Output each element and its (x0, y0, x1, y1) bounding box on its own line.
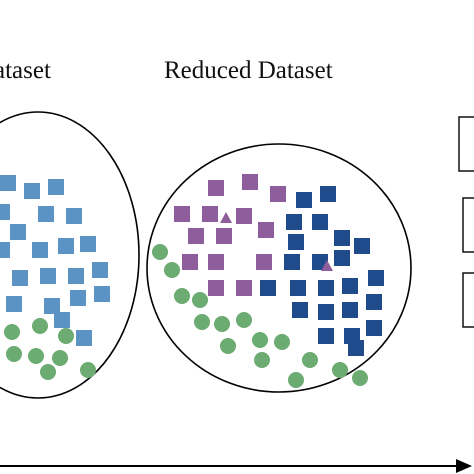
reduced-point-circle (288, 372, 304, 388)
reduced-point-circle (194, 314, 210, 330)
reduced-point-square-dark (342, 278, 358, 294)
reduced-point-circle (236, 312, 252, 328)
reduced-point-square-dark (354, 238, 370, 254)
original-point-square (6, 296, 22, 312)
original-point-square (44, 298, 60, 314)
original-point-square (48, 179, 64, 195)
reduced-point-square-purple (256, 254, 272, 270)
reduced-point-square-purple (182, 254, 198, 270)
reduced-point-circle (214, 316, 230, 332)
original-point-circle (6, 346, 22, 362)
original-point-circle (4, 324, 20, 340)
reduced-point-square-dark (292, 302, 308, 318)
reduced-point-square-dark (286, 214, 302, 230)
reduced-point-square-dark (366, 294, 382, 310)
reduced-point-square-purple (188, 228, 204, 244)
original-point-square (58, 238, 74, 254)
original-point-circle (40, 364, 56, 380)
reduced-point-square-dark (348, 340, 364, 356)
original-dataset-title: ataset (0, 57, 51, 84)
reduced-point-circle (352, 370, 368, 386)
original-point-circle (80, 362, 96, 378)
legend-box-2 (462, 197, 474, 253)
original-dataset-points (0, 175, 110, 380)
reduced-point-square-dark (318, 280, 334, 296)
original-point-square (94, 286, 110, 302)
reduced-point-square-dark (296, 192, 312, 208)
original-point-square (54, 312, 70, 328)
original-point-square (0, 175, 16, 191)
reduced-point-square-dark (334, 250, 350, 266)
legend-box-3 (462, 272, 474, 328)
reduced-point-square-dark (368, 270, 384, 286)
reduced-point-square-dark (288, 234, 304, 250)
original-point-square (10, 224, 26, 240)
reduced-point-circle (164, 262, 180, 278)
reduced-point-square-purple (202, 206, 218, 222)
original-point-circle (32, 318, 48, 334)
reduced-dataset-title: Reduced Dataset (164, 57, 333, 84)
reduced-point-square-dark (284, 254, 300, 270)
reduced-centroid-purple (220, 212, 232, 223)
original-point-circle (58, 328, 74, 344)
original-point-circle (28, 348, 44, 364)
reduced-point-square-dark (320, 186, 336, 202)
original-point-square (70, 290, 86, 306)
original-point-square (92, 262, 108, 278)
reduced-point-square-purple (208, 280, 224, 296)
reduced-point-circle (274, 334, 290, 350)
reduced-point-square-dark (342, 302, 358, 318)
original-point-square (76, 330, 92, 346)
original-dataset-ellipse (0, 111, 140, 399)
reduced-point-square-dark (366, 320, 382, 336)
reduced-point-circle (332, 362, 348, 378)
progress-arrow-head (456, 459, 472, 473)
reduced-point-square-dark (334, 230, 350, 246)
original-point-square (40, 268, 56, 284)
reduced-point-square-purple (270, 186, 286, 202)
reduced-point-square-purple (208, 254, 224, 270)
reduced-point-circle (254, 352, 270, 368)
original-point-square (80, 236, 96, 252)
reduced-point-square-purple (236, 208, 252, 224)
reduced-point-circle (220, 338, 236, 354)
original-point-square (12, 270, 28, 286)
reduced-point-square-dark (318, 328, 334, 344)
reduced-point-square-dark (318, 304, 334, 320)
reduced-point-square-purple (216, 228, 232, 244)
reduced-point-circle (152, 244, 168, 260)
original-point-square (38, 206, 54, 222)
original-point-square (66, 208, 82, 224)
original-point-square (32, 242, 48, 258)
reduced-point-square-purple (242, 174, 258, 190)
reduced-point-square-purple (236, 280, 252, 296)
original-point-circle (52, 350, 68, 366)
reduced-point-square-dark (260, 280, 276, 296)
reduced-point-square-dark (312, 214, 328, 230)
reduced-point-square-purple (208, 180, 224, 196)
reduced-point-square-purple (174, 206, 190, 222)
reduced-point-square-dark (290, 280, 306, 296)
reduced-point-circle (302, 352, 318, 368)
reduced-dataset-points (152, 174, 384, 388)
original-point-square (0, 242, 10, 258)
reduced-centroid-dark (321, 260, 333, 271)
reduced-point-circle (252, 332, 268, 348)
reduced-point-circle (174, 288, 190, 304)
original-point-square (0, 204, 10, 220)
reduced-point-circle (192, 292, 208, 308)
original-point-square (68, 268, 84, 284)
original-point-square (24, 183, 40, 199)
legend-box-1 (458, 116, 474, 172)
reduced-point-square-purple (258, 222, 274, 238)
reduced-dataset-ellipse (146, 143, 412, 393)
